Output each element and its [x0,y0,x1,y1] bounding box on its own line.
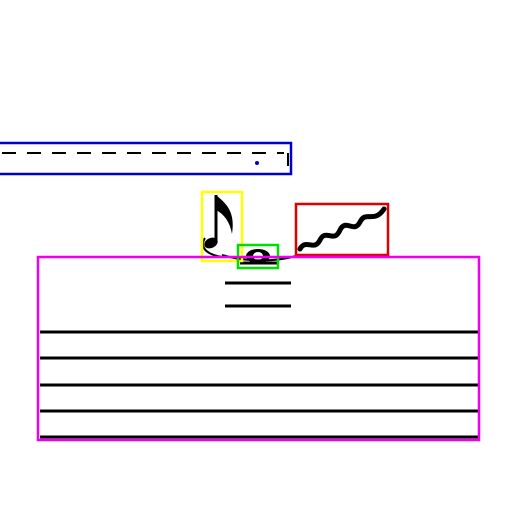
eighth-note-flag [216,195,233,234]
ledger-lines [225,281,291,308]
staff-box [36,255,481,442]
wavy-line-box [294,202,390,257]
dashed-line-dot [255,161,259,165]
eighth-note-head [204,237,218,249]
staff [40,330,478,439]
dashed-line [2,152,289,166]
dashed-line-box [0,141,293,176]
eighth-note-icon [202,195,233,258]
wavy-line-icon [297,206,387,252]
eighth-note-box [200,190,244,263]
annotation-boxes [0,141,481,442]
